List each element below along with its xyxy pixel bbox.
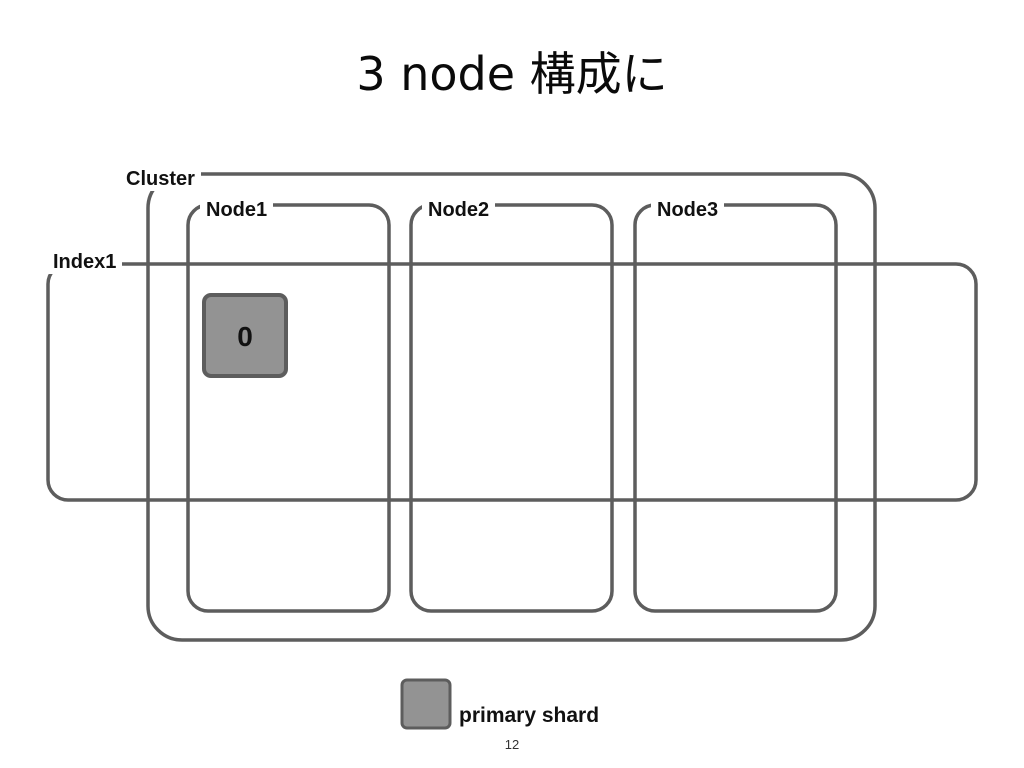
primary-shard-0: 0	[202, 293, 288, 378]
index1-frame	[46, 262, 978, 502]
node2-label: Node2	[422, 198, 496, 222]
primary-shard-0-box	[202, 293, 288, 378]
legend-primary-label: primary shard	[459, 704, 600, 727]
legend-primary-swatch	[400, 678, 452, 730]
cluster-label: Cluster	[120, 167, 201, 191]
node1-frame	[186, 203, 391, 613]
slide-title: 3 node 構成に	[356, 47, 668, 101]
primary-shard-0-label: 0	[237, 321, 253, 352]
node1-label: Node1	[200, 198, 274, 222]
node3-label: Node3	[651, 198, 725, 222]
index1-label: Index1	[47, 250, 123, 274]
page-number: 12	[504, 737, 520, 752]
node2-frame	[409, 203, 614, 613]
cluster-frame	[146, 172, 877, 642]
node3-frame	[633, 203, 838, 613]
